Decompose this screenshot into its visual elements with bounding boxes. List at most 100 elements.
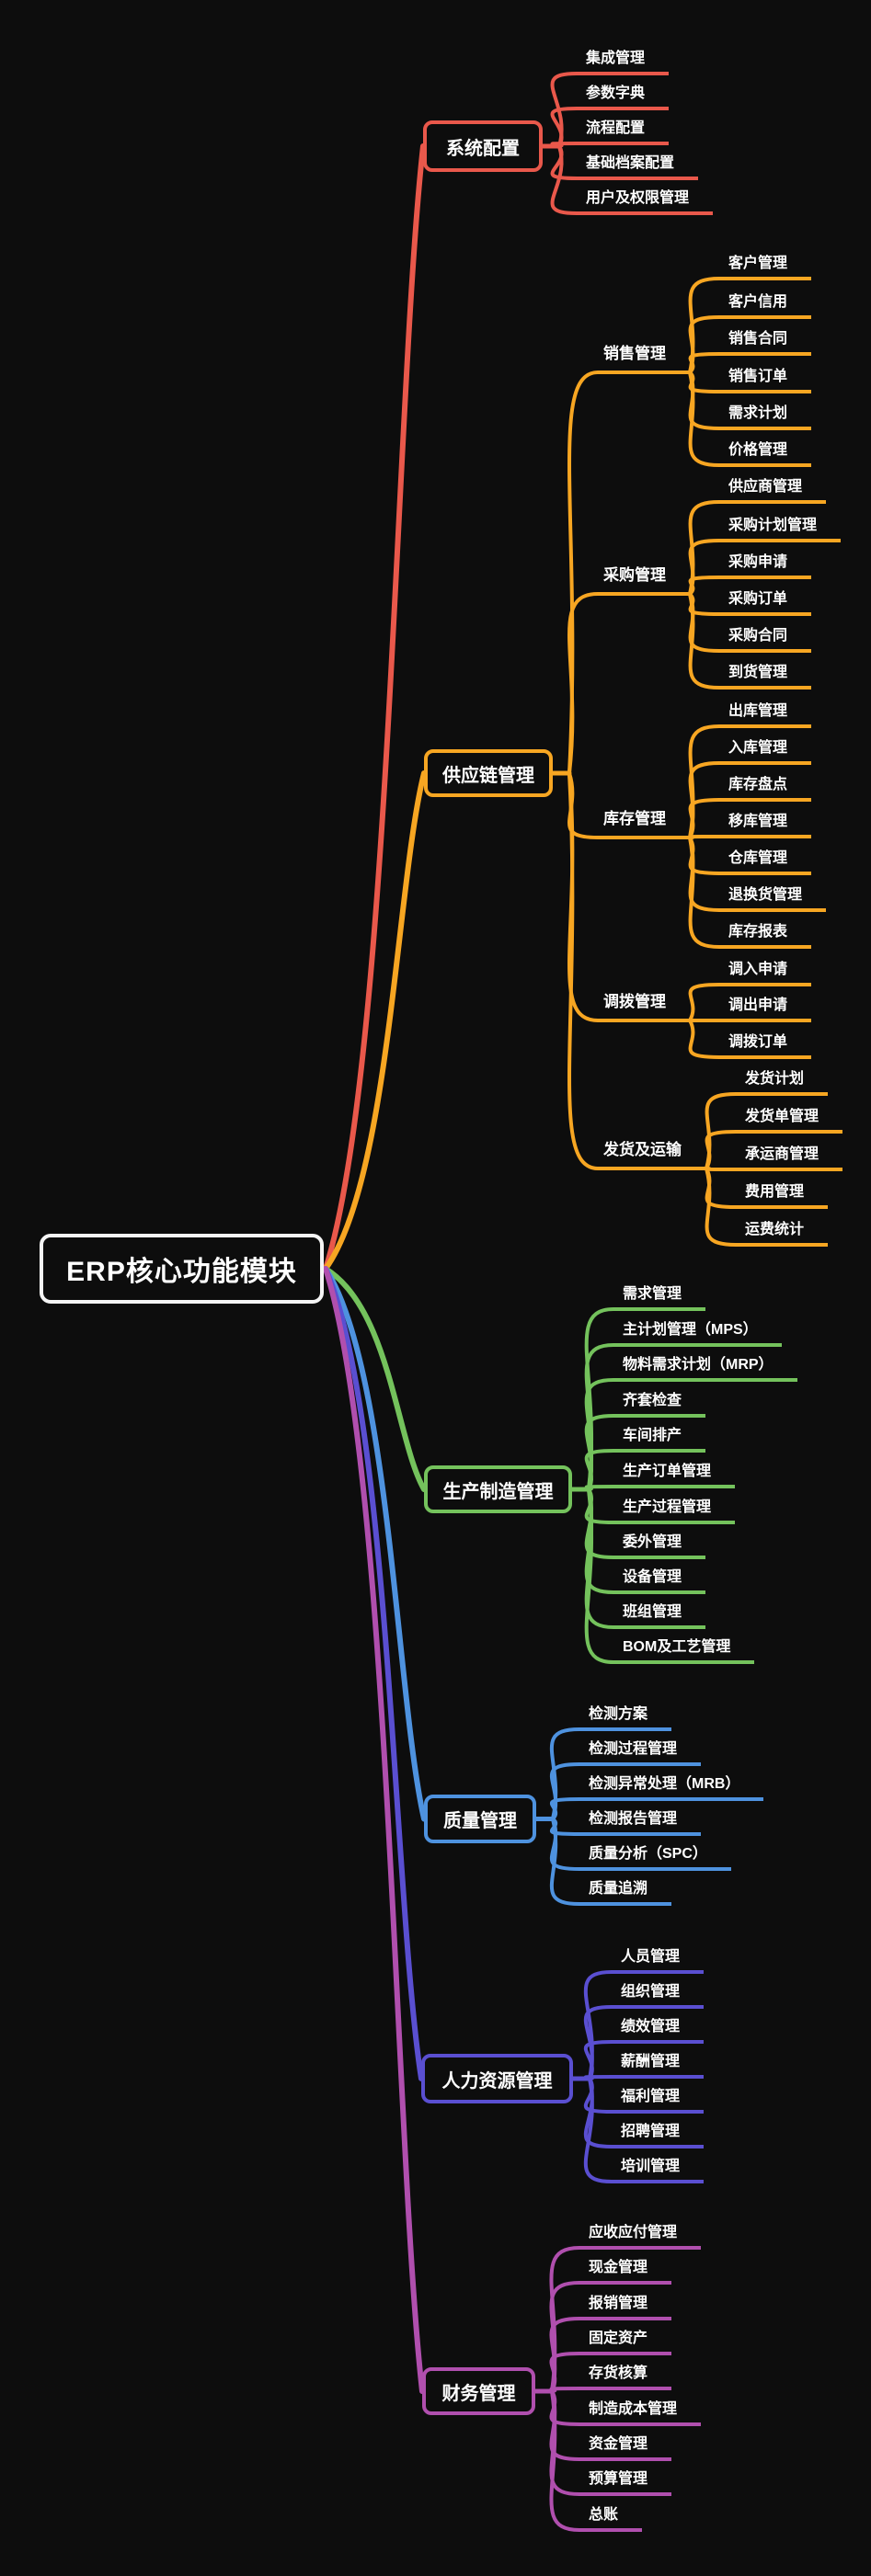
branch-hr[interactable]: 人力资源管理: [421, 2054, 573, 2103]
leaf-node[interactable]: 销售合同: [719, 330, 812, 356]
leaf-node[interactable]: 齐套检查: [613, 1392, 706, 1418]
leaf-node[interactable]: 存货核算: [579, 2365, 672, 2390]
connector-line: [688, 370, 721, 467]
leaf-node[interactable]: 组织管理: [612, 1983, 705, 2009]
leaf-node[interactable]: 调出申请: [719, 997, 812, 1022]
connector-line: [705, 1130, 738, 1170]
connector-line: [583, 2077, 613, 2183]
branch-quality[interactable]: 质量管理: [424, 1795, 536, 1843]
leaf-node[interactable]: 集成管理: [577, 50, 670, 75]
leaf-node[interactable]: 发货计划: [736, 1070, 829, 1096]
leaf-node[interactable]: 库存盘点: [719, 776, 812, 802]
leaf-node[interactable]: 检测过程管理: [579, 1740, 702, 1766]
node-transfer-mgmt[interactable]: 调拨管理: [598, 993, 690, 1022]
leaf-node[interactable]: 库存报表: [719, 923, 812, 949]
branch-system-config[interactable]: 系统配置: [423, 120, 543, 172]
connector-line: [584, 2075, 613, 2080]
leaf-node[interactable]: BOM及工艺管理: [613, 1638, 755, 1664]
leaf-node[interactable]: 报销管理: [579, 2295, 672, 2320]
connector-line: [323, 1266, 425, 2394]
branch-supply-chain[interactable]: 供应链管理: [424, 749, 553, 797]
leaf-node[interactable]: 需求管理: [613, 1285, 706, 1311]
leaf-node[interactable]: 用户及权限管理: [577, 189, 714, 215]
leaf-node[interactable]: 质量分析（SPC）: [579, 1845, 731, 1871]
leaf-node[interactable]: 班组管理: [613, 1603, 706, 1629]
connector-line: [550, 144, 579, 215]
leaf-node[interactable]: 采购合同: [719, 627, 812, 653]
node-inventory-mgmt[interactable]: 库存管理: [598, 810, 690, 839]
leaf-node[interactable]: 出库管理: [719, 702, 812, 728]
leaf-node[interactable]: 采购订单: [719, 590, 812, 616]
leaf-node[interactable]: 人员管理: [612, 1948, 705, 1974]
connector-line: [688, 835, 721, 839]
leaf-node[interactable]: 到货管理: [719, 664, 812, 690]
connector-line: [584, 1449, 615, 1491]
leaf-node[interactable]: 发货单管理: [736, 1108, 843, 1134]
leaf-node[interactable]: 销售订单: [719, 368, 812, 393]
leaf-node[interactable]: 招聘管理: [612, 2123, 705, 2149]
leaf-node[interactable]: 检测异常处理（MRB）: [579, 1775, 764, 1801]
leaf-node[interactable]: 培训管理: [612, 2158, 705, 2183]
leaf-node[interactable]: 入库管理: [719, 739, 812, 765]
leaf-node[interactable]: 应收应付管理: [579, 2224, 702, 2250]
leaf-node[interactable]: 薪酬管理: [612, 2053, 705, 2079]
leaf-node[interactable]: 检测报告管理: [579, 1810, 702, 1836]
leaf-node[interactable]: 费用管理: [736, 1183, 829, 1209]
connector-line: [567, 592, 600, 775]
leaf-node[interactable]: 绩效管理: [612, 2018, 705, 2044]
leaf-node[interactable]: 制造成本管理: [579, 2400, 702, 2426]
leaf-node[interactable]: 设备管理: [613, 1568, 706, 1594]
node-sales-mgmt[interactable]: 销售管理: [598, 345, 690, 374]
leaf-node[interactable]: 总账: [579, 2506, 643, 2532]
branch-production[interactable]: 生产制造管理: [424, 1465, 572, 1513]
leaf-node[interactable]: 基础档案配置: [577, 154, 699, 180]
connector-line: [567, 771, 600, 1170]
leaf-node[interactable]: 质量追溯: [579, 1880, 672, 1906]
leaf-node[interactable]: 采购计划管理: [719, 517, 842, 542]
leaf-node[interactable]: 承运商管理: [736, 1146, 843, 1171]
connector-line: [705, 1167, 738, 1247]
connector-line: [583, 2040, 613, 2080]
leaf-node[interactable]: 委外管理: [613, 1533, 706, 1559]
leaf-node[interactable]: 客户管理: [719, 255, 812, 280]
leaf-node[interactable]: 物料需求计划（MRP）: [613, 1356, 797, 1382]
leaf-node[interactable]: 移库管理: [719, 813, 812, 838]
leaf-node[interactable]: 调拨订单: [719, 1033, 812, 1059]
node-shipping-transport[interactable]: 发货及运输: [598, 1141, 706, 1170]
connector-line: [323, 770, 427, 1271]
leaf-node[interactable]: 退换货管理: [719, 886, 827, 912]
leaf-node[interactable]: 仓库管理: [719, 849, 812, 875]
leaf-node[interactable]: 资金管理: [579, 2435, 672, 2461]
leaf-node[interactable]: 参数字典: [577, 85, 670, 110]
connector-line: [549, 2387, 581, 2393]
connector-line: [323, 1266, 424, 2081]
leaf-node[interactable]: 供应商管理: [719, 478, 827, 504]
leaf-node[interactable]: 生产过程管理: [613, 1499, 736, 1524]
connector-line: [323, 1266, 427, 1492]
branch-finance[interactable]: 财务管理: [422, 2367, 535, 2415]
connector-line: [550, 144, 579, 180]
connector-line: [584, 1487, 615, 1664]
leaf-node[interactable]: 运费统计: [736, 1221, 829, 1247]
connector-line: [688, 983, 721, 1022]
leaf-node[interactable]: 主计划管理（MPS）: [613, 1321, 782, 1347]
connector-line: [688, 1019, 721, 1059]
leaf-node[interactable]: 需求计划: [719, 405, 812, 430]
leaf-node[interactable]: 现金管理: [579, 2259, 672, 2285]
leaf-node[interactable]: 预算管理: [579, 2470, 672, 2496]
node-purchase-mgmt[interactable]: 采购管理: [598, 566, 690, 596]
connector-line: [688, 798, 721, 839]
leaf-node[interactable]: 固定资产: [579, 2330, 672, 2355]
leaf-node[interactable]: 采购申请: [719, 553, 812, 579]
leaf-node[interactable]: 价格管理: [719, 441, 812, 467]
leaf-node[interactable]: 福利管理: [612, 2088, 705, 2114]
leaf-node[interactable]: 流程配置: [577, 120, 670, 145]
leaf-node[interactable]: 车间排产: [613, 1427, 706, 1453]
connector-line: [688, 352, 721, 374]
leaf-node[interactable]: 检测方案: [579, 1705, 672, 1731]
leaf-node[interactable]: 调入申请: [719, 961, 812, 986]
root-node[interactable]: ERP核心功能模块: [40, 1234, 324, 1304]
leaf-node[interactable]: 客户信用: [719, 293, 812, 319]
leaf-node[interactable]: 生产订单管理: [613, 1463, 736, 1488]
